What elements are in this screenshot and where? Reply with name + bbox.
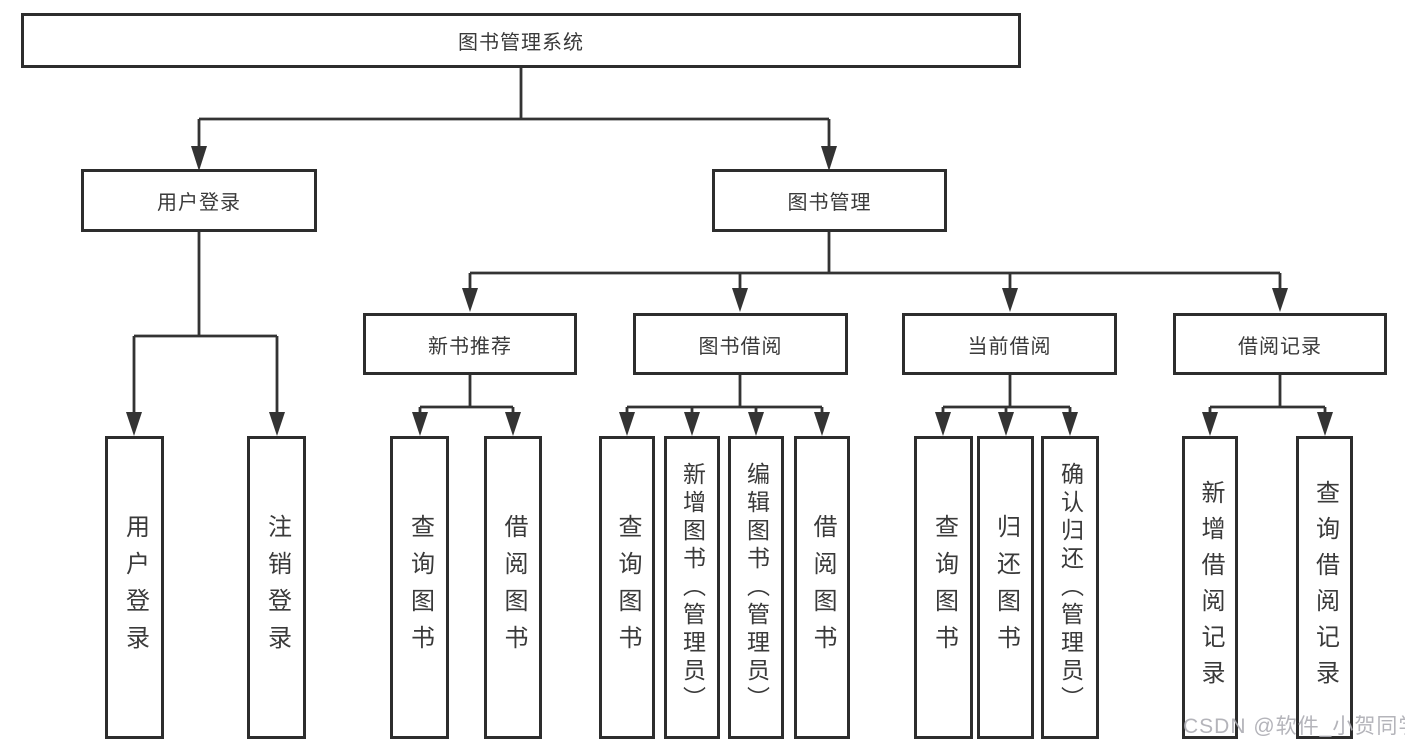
leaf-add-borrow-record: 新增借阅记录 — [1182, 436, 1238, 739]
node-label: 当前借阅 — [967, 335, 1052, 358]
node-label: 注销登录 — [263, 513, 291, 662]
leaf-return-books: 归还图书 — [977, 436, 1034, 739]
node-label: 借阅图书 — [500, 513, 527, 662]
leaf-confirm-return-admin: 确认归还（管理员） — [1041, 436, 1099, 739]
node-current-borrowing: 当前借阅 — [902, 313, 1117, 375]
leaf-borrow-books-1: 借阅图书 — [484, 436, 542, 739]
node-label: 借阅记录 — [1238, 335, 1322, 358]
leaf-borrow-books-2: 借阅图书 — [794, 436, 850, 739]
node-label: 图书管理系统 — [458, 32, 584, 54]
node-borrowing-records: 借阅记录 — [1173, 313, 1387, 375]
node-label: 用户登录 — [157, 192, 241, 214]
leaf-add-book-admin: 新增图书（管理员） — [664, 436, 720, 739]
node-label: 查询图书 — [406, 513, 434, 662]
watermark: CSDN @软件_小贺同学 — [1183, 715, 1405, 738]
node-label: 新增借阅记录 — [1197, 479, 1224, 696]
leaf-query-borrow-record: 查询借阅记录 — [1296, 436, 1353, 739]
leaf-query-books-3: 查询图书 — [914, 436, 973, 739]
arrowheads — [126, 146, 1333, 436]
leaf-user-login: 用户登录 — [105, 436, 164, 739]
node-label: 图书借阅 — [698, 335, 783, 358]
node-user-login-branch: 用户登录 — [81, 169, 317, 232]
node-label: 图书管理 — [787, 192, 872, 214]
leaf-edit-book-admin: 编辑图书（管理员） — [728, 436, 784, 739]
node-label: 编辑图书（管理员） — [743, 461, 770, 714]
node-label: 查询图书 — [614, 513, 641, 662]
node-book-borrowing: 图书借阅 — [633, 313, 848, 375]
node-label: 确认归还（管理员） — [1057, 461, 1084, 714]
node-label: 用户登录 — [121, 513, 149, 662]
node-new-book-recommendation: 新书推荐 — [363, 313, 577, 375]
node-label: 归还图书 — [992, 513, 1020, 662]
node-label: 新书推荐 — [428, 335, 512, 358]
leaf-query-books-1: 查询图书 — [390, 436, 449, 739]
node-label: 查询借阅记录 — [1311, 479, 1339, 696]
node-book-management-branch: 图书管理 — [712, 169, 947, 232]
node-label: 借阅图书 — [809, 513, 836, 662]
node-label: 查询图书 — [930, 513, 958, 662]
node-library-management-system: 图书管理系统 — [21, 13, 1021, 68]
leaf-query-books-2: 查询图书 — [599, 436, 655, 739]
leaf-logout: 注销登录 — [247, 436, 306, 739]
node-label: 新增图书（管理员） — [679, 461, 706, 714]
